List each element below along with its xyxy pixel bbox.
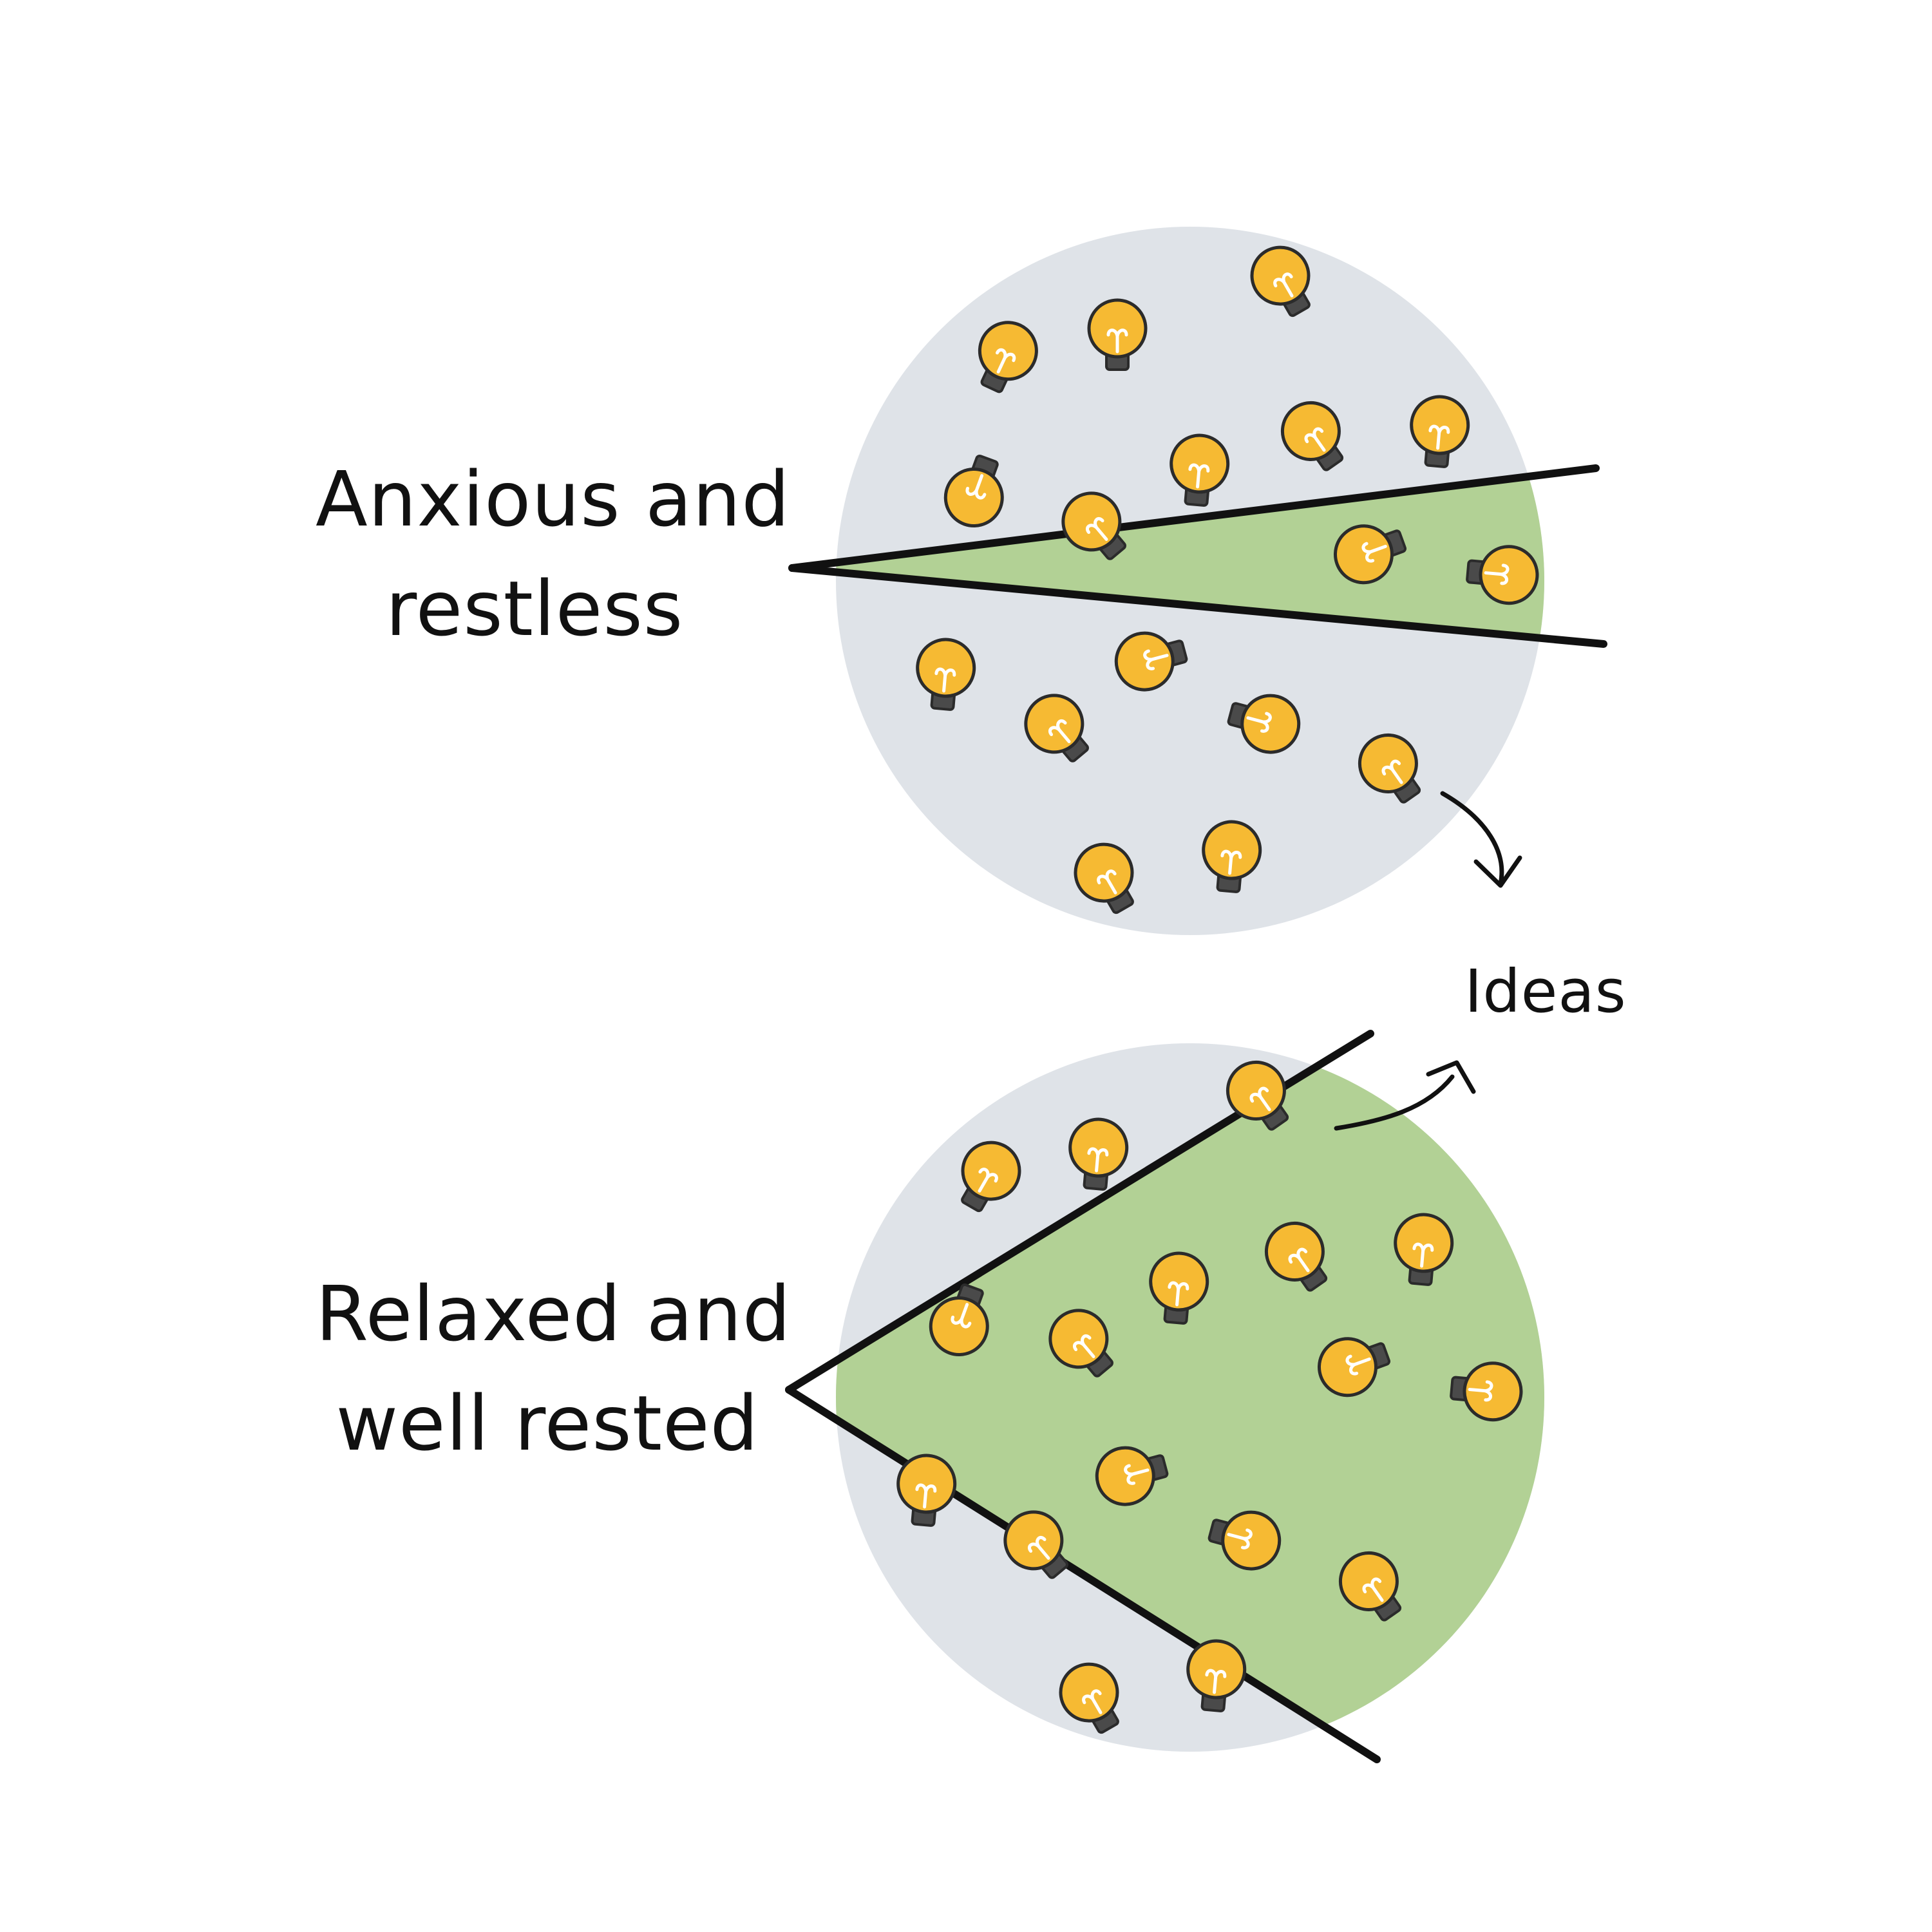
bottom-state-label-line1: Relaxed and	[316, 1269, 791, 1358]
top-focus-wedge	[836, 468, 1544, 644]
top-wedge-edge-upper	[788, 464, 1600, 572]
bottom-wedge-edge-lower	[785, 1386, 1381, 1763]
top-diagram	[788, 227, 1607, 935]
bottom-state-label-line2: well rested	[336, 1379, 759, 1468]
bottom-diagram	[785, 1030, 1544, 1763]
top-state-label-line1: Anxious and	[316, 455, 791, 544]
arrow-icon	[1440, 791, 1522, 888]
ideas-label: Ideas	[1464, 957, 1627, 1026]
top-state-label-line2: restless	[385, 564, 684, 653]
top-wedge-edge-lower	[788, 564, 1607, 648]
arrow-icon	[1334, 1060, 1476, 1131]
